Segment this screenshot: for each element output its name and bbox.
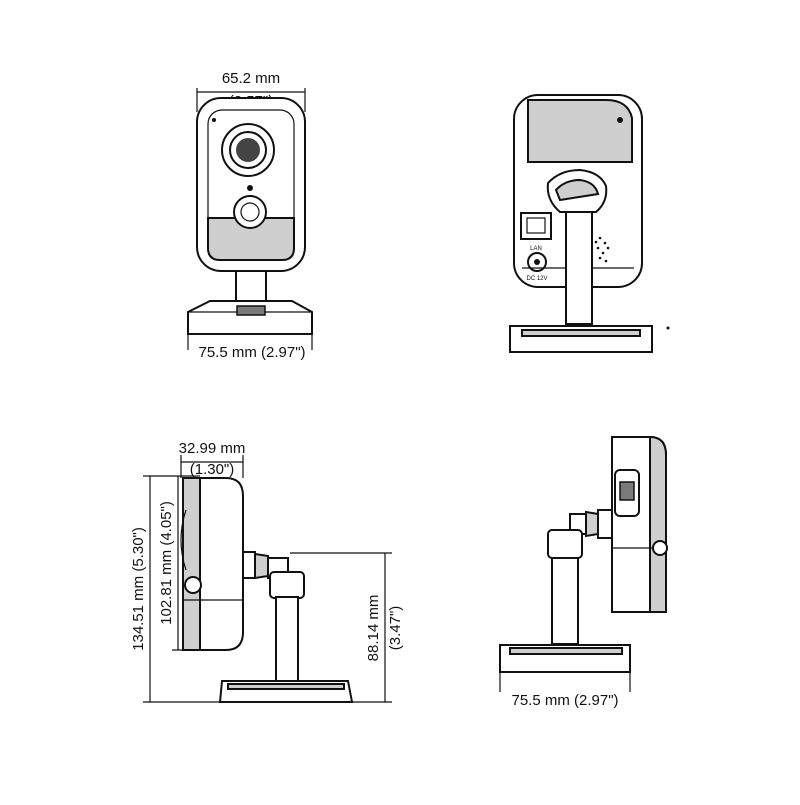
lens-ring xyxy=(229,131,267,169)
right-pir-icon xyxy=(652,540,668,556)
lens-icon xyxy=(236,138,260,162)
stand-neck xyxy=(235,270,267,302)
lan-label: LAN xyxy=(530,246,542,252)
lower-panel xyxy=(207,217,295,261)
front-view: 65.2 mm (2.57") 75.5 mm (2.97") xyxy=(187,70,313,361)
side-joint-thread xyxy=(254,552,269,580)
mic-hole xyxy=(212,118,216,122)
rear-upper-panel xyxy=(527,99,633,163)
rear-stand xyxy=(565,211,593,325)
power-label: DC 12V xyxy=(526,276,547,282)
stand-height-mm: 88.14 mm xyxy=(365,595,382,662)
right-joint-plate xyxy=(597,509,613,539)
pir-sensor-inner xyxy=(240,202,260,222)
side-ball-mount xyxy=(269,571,305,599)
front-width-mm: 65.2 mm xyxy=(222,70,280,87)
right-joint-thread xyxy=(585,510,599,538)
indicator-led-icon xyxy=(247,185,253,191)
right-stand xyxy=(551,557,579,645)
side-view: 32.99 mm (1.30") 134.51 mm (5.30") 102.8… xyxy=(130,440,404,703)
side-stand xyxy=(275,596,299,682)
rear-screw-icon xyxy=(617,117,623,123)
sd-slot-cover xyxy=(619,481,635,501)
side-front-face xyxy=(182,477,201,651)
depth-in: (1.30") xyxy=(190,461,235,478)
reset-button xyxy=(236,305,266,316)
rear-dot xyxy=(666,326,670,330)
side-joint-plate xyxy=(242,551,256,579)
power-port-pin xyxy=(534,259,540,265)
pir-sensor-icon xyxy=(233,195,267,229)
total-height-label: 134.51 mm (5.30") xyxy=(130,527,147,651)
speaker-grille-icon xyxy=(594,236,610,263)
lan-port-icon xyxy=(520,212,552,240)
lan-port-inner xyxy=(526,217,546,234)
side-base-lip xyxy=(227,683,345,690)
body-height-label: 102.81 mm (4.05") xyxy=(158,501,175,625)
rear-base-lip xyxy=(521,329,641,337)
side-pir-icon xyxy=(184,576,202,594)
lens-housing xyxy=(221,123,275,177)
stand-height-in: (3.47") xyxy=(387,606,404,651)
side-lens-bulge xyxy=(180,509,187,571)
right-front-face xyxy=(649,435,667,613)
mount-knob-top xyxy=(554,178,600,202)
rear-view: LAN DC 12V xyxy=(509,94,670,353)
right-base-width: 75.5 mm (2.97") xyxy=(511,692,618,709)
depth-mm: 32.99 mm xyxy=(179,440,246,457)
right-ball-mount xyxy=(547,529,583,559)
right-base-lip xyxy=(509,647,623,655)
front-base-width: 75.5 mm (2.97") xyxy=(198,344,305,361)
power-port-icon xyxy=(527,252,547,272)
right-view: 75.5 mm (2.97") xyxy=(499,435,668,709)
